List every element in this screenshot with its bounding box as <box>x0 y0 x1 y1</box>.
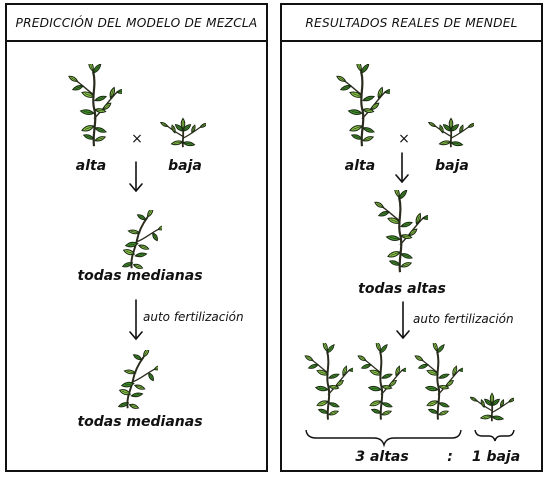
tall-plant-icon <box>414 343 463 420</box>
tall-plant-icon <box>68 64 122 147</box>
ratio-tall-label: 3 altas <box>355 449 409 465</box>
parent-tall-label: alta <box>75 158 107 174</box>
short-plant-icon <box>428 117 474 148</box>
parent-tall-label: alta <box>344 158 376 174</box>
cross-symbol: × <box>398 131 410 147</box>
ratio-short-label: 1 baja <box>471 449 521 465</box>
self-fertilization-label: auto fertilización <box>413 312 514 326</box>
medium-plant-icon <box>121 210 162 269</box>
f2-label: todas medianas <box>77 414 203 430</box>
tall-plant-icon <box>357 343 406 420</box>
tall-plant-icon <box>374 190 428 273</box>
ratio-separator: : <box>447 449 453 465</box>
results-panel-title: RESULTADOS REALES DE MENDEL <box>282 5 541 42</box>
short-plant-icon <box>470 392 514 422</box>
f1-label: todas medianas <box>77 268 203 284</box>
medium-plant-icon <box>117 350 158 409</box>
prediction-panel-title: PREDICCIÓN DEL MODELO DE MEZCLA <box>7 5 266 42</box>
cross-symbol: × <box>131 131 143 147</box>
short-plant-icon <box>160 117 206 148</box>
self-fertilization-label: auto fertilización <box>143 310 244 324</box>
tall-plant-icon <box>336 64 390 147</box>
parent-short-label: baja <box>168 158 202 174</box>
tall-plant-icon <box>304 343 353 420</box>
parent-short-label: baja <box>435 158 469 174</box>
f1-label: todas altas <box>358 281 446 297</box>
